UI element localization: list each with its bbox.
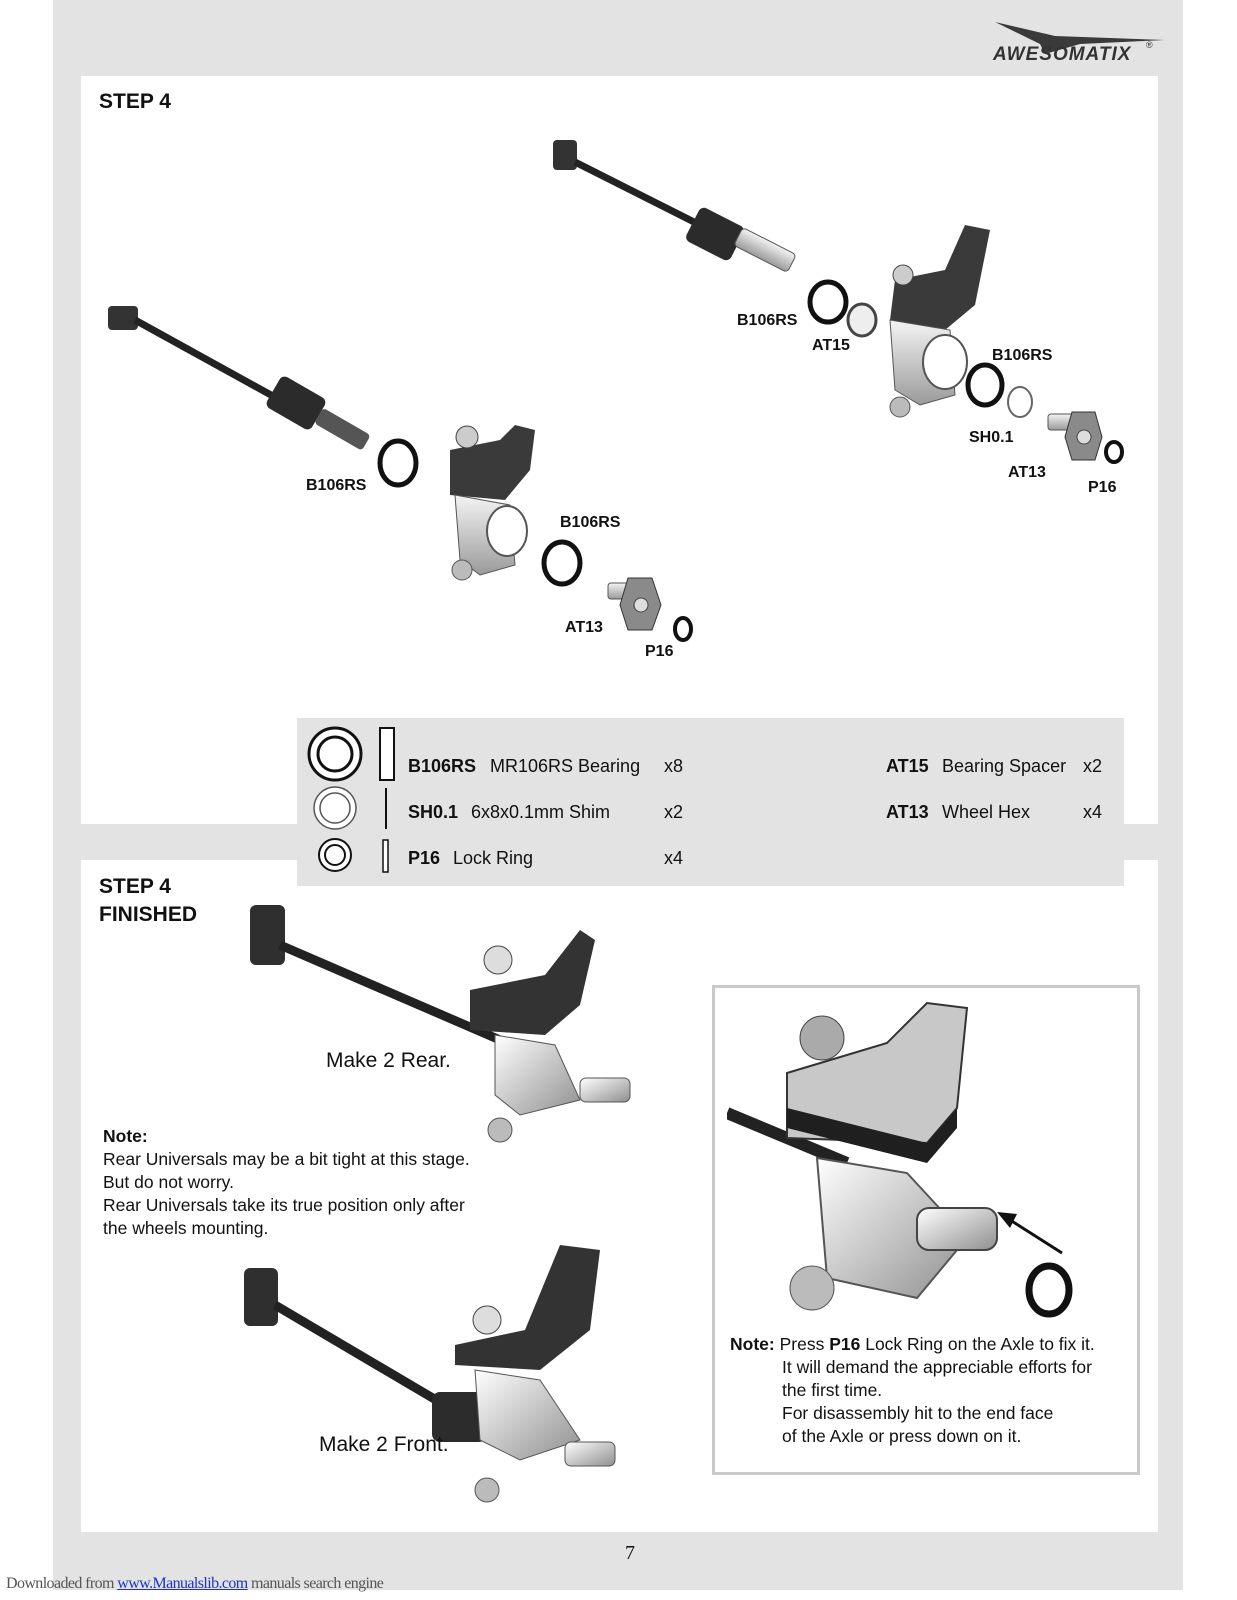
- press-note-text-before: Press: [779, 1334, 830, 1354]
- spacer-at15: [846, 302, 878, 338]
- callout-b106rs-4: B106RS: [560, 514, 621, 531]
- part-desc-at15: Bearing Spacer: [942, 756, 1067, 776]
- footer-prefix: Downloaded from: [6, 1575, 118, 1592]
- make-front-label: Make 2 Front.: [319, 1433, 449, 1456]
- lock-ring-detail-illustration: [727, 1001, 1073, 1318]
- press-note-p16: P16: [829, 1334, 861, 1354]
- parts-icons: [307, 726, 395, 873]
- callout-at13-1: AT13: [1008, 464, 1046, 481]
- callout-p16-2: P16: [645, 643, 674, 660]
- finished-title-line1: STEP 4: [99, 875, 171, 898]
- callout-b106rs-3: B106RS: [306, 477, 367, 494]
- press-note-line-1: It will demand the appreciable efforts f…: [782, 1357, 1092, 1377]
- bearing-b106rs-4: [541, 539, 583, 587]
- callout-at13-2: AT13: [565, 619, 603, 636]
- part-code-b106rs: B106RS: [408, 756, 477, 776]
- rear-assembly-finished: [250, 905, 631, 1143]
- press-note-label: Note:: [730, 1334, 775, 1354]
- hub-carrier-upper: [889, 225, 990, 418]
- note-line-3: Rear Universals take its true position o…: [103, 1195, 465, 1215]
- part-qty-sh01: x2: [664, 802, 684, 822]
- bearing-b106rs-3: [377, 438, 419, 488]
- callout-b106rs-1: B106RS: [737, 312, 798, 329]
- callout-b106rs-2: B106RS: [992, 347, 1053, 364]
- part-qty-b106rs: x8: [664, 756, 684, 776]
- part-desc-p16: Lock Ring: [453, 848, 534, 868]
- part-qty-at13: x4: [1083, 802, 1103, 822]
- finished-title-line2: FINISHED: [99, 903, 198, 926]
- note-line-4: the wheels mounting.: [103, 1218, 269, 1238]
- press-note-line-4: of the Axle or press down on it.: [782, 1426, 1022, 1446]
- lock-ring-p16-1: [1104, 440, 1124, 464]
- hub-carrier-lower: [450, 425, 535, 581]
- part-code-p16: P16: [408, 848, 441, 868]
- front-assembly-finished: [244, 1245, 616, 1503]
- callout-p16-1: P16: [1088, 479, 1117, 496]
- part-desc-sh01: 6x8x0.1mm Shim: [471, 802, 611, 822]
- shim-sh01: [1007, 386, 1033, 418]
- step4-title: STEP 4: [99, 90, 171, 113]
- press-note-line-2: the first time.: [782, 1380, 883, 1400]
- part-code-at15: AT15: [886, 756, 929, 776]
- part-qty-p16: x4: [664, 848, 684, 868]
- lock-ring-detail-frame: Note: Press P16 Lock Ring on the Axle to…: [712, 985, 1140, 1475]
- part-desc-at13: Wheel Hex: [942, 802, 1031, 822]
- note-line-1: Rear Universals may be a bit tight at th…: [103, 1149, 470, 1169]
- bearing-b106rs-2: [965, 362, 1005, 408]
- part-code-sh01: SH0.1: [408, 802, 459, 822]
- part-desc-b106rs: MR106RS Bearing: [490, 756, 641, 776]
- finished-title: STEP 4 FINISHED: [99, 873, 197, 929]
- wheel-hex-at13-1: [1047, 411, 1103, 461]
- step4-panel: [81, 76, 1158, 824]
- part-qty-at15: x2: [1083, 756, 1103, 776]
- press-note-text-after: Lock Ring on the Axle to fix it.: [860, 1334, 1095, 1354]
- rear-driveshaft-upper: [553, 140, 796, 272]
- footer-link[interactable]: www.Manualslib.com: [117, 1575, 248, 1592]
- footer-suffix: manuals search engine: [247, 1575, 384, 1592]
- callout-at15: AT15: [812, 337, 850, 354]
- lock-ring-p16-2: [673, 616, 693, 642]
- rear-driveshaft-lower: [108, 306, 370, 450]
- note-line-2: But do not worry.: [103, 1172, 234, 1192]
- bearing-b106rs-1: [807, 279, 849, 325]
- press-p16-note: Note: Press P16 Lock Ring on the Axle to…: [730, 1333, 1135, 1448]
- rear-universals-note: Note: Rear Universals may be a bit tight…: [103, 1125, 470, 1240]
- registered-mark: ®: [1146, 40, 1153, 50]
- wheel-hex-at13-2: [607, 577, 662, 631]
- brand-logo-bird: [995, 22, 1165, 54]
- make-rear-label: Make 2 Rear.: [326, 1049, 451, 1072]
- press-note-line-3: For disassembly hit to the end face: [782, 1403, 1054, 1423]
- part-code-at13: AT13: [886, 802, 929, 822]
- footer: Downloaded from www.Manualslib.com manua…: [6, 1575, 384, 1593]
- brand-logo-text: AWESOMATIX: [993, 44, 1132, 65]
- note-heading: Note:: [103, 1126, 148, 1146]
- callout-sh01: SH0.1: [969, 429, 1014, 446]
- page-number: 7: [625, 1542, 635, 1564]
- parts-table: B106RS MR106RS Bearing x8 SH0.1 6x8x0.1m…: [297, 718, 1124, 886]
